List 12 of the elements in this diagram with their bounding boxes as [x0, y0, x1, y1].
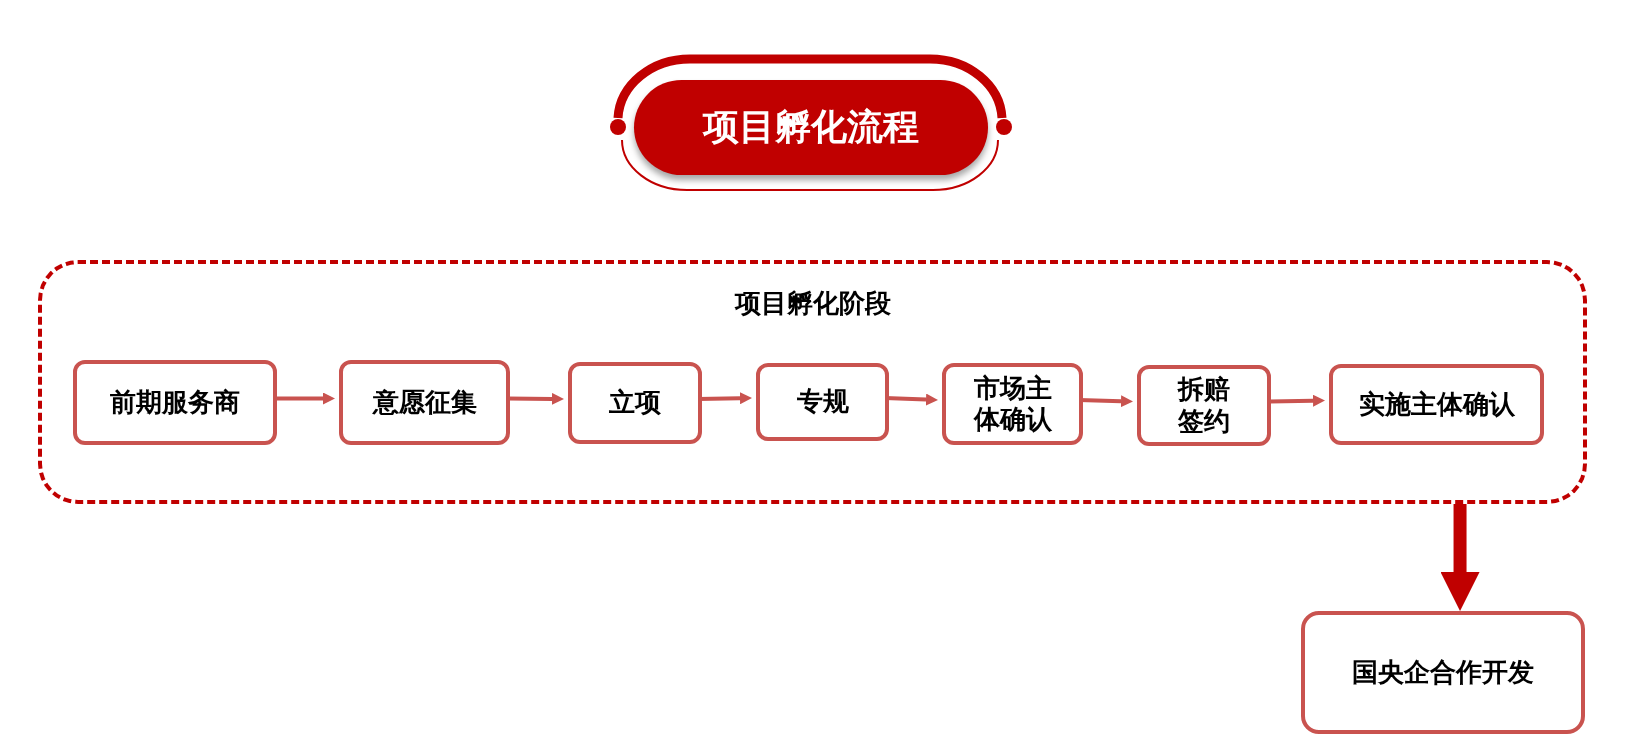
- process-box: 专规: [756, 363, 889, 441]
- arrow: [1440, 504, 1480, 611]
- stage-frame: [38, 260, 1587, 504]
- process-box: 市场主体确认: [942, 363, 1083, 445]
- process-box: 实施主体确认: [1329, 364, 1544, 445]
- stage-heading: 项目孵化阶段: [733, 287, 892, 320]
- process-box: 国央企合作开发: [1301, 611, 1585, 734]
- process-box: 意愿征集: [339, 360, 510, 445]
- title-banner: 项目孵化流程: [634, 80, 988, 175]
- process-box: 拆赔签约: [1137, 365, 1271, 446]
- process-box: 立项: [568, 362, 702, 444]
- process-box: 前期服务商: [73, 360, 277, 445]
